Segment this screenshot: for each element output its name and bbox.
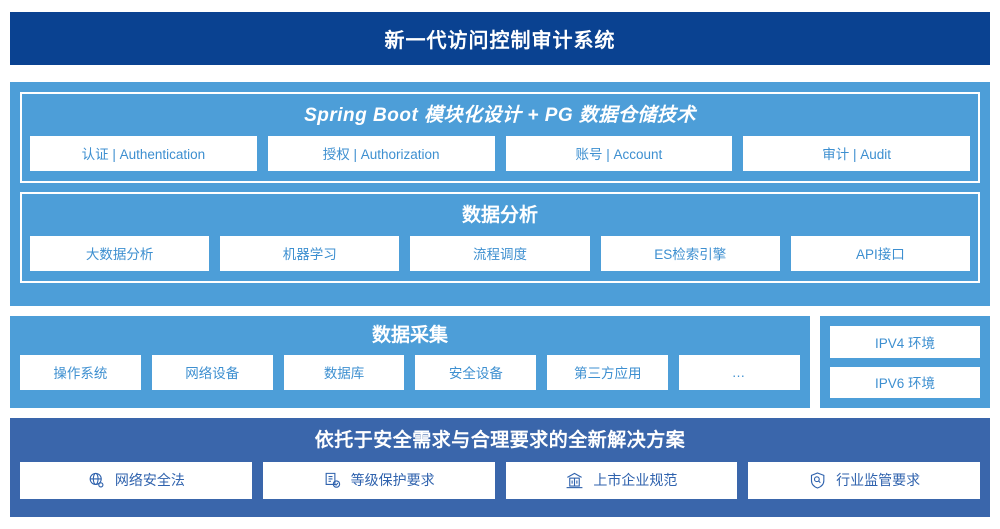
compliance-chip-row: 网络安全法 等级保护要求	[20, 461, 980, 499]
compliance-chip-label: 网络安全法	[114, 472, 185, 489]
platform-chip-row: 认证 | Authentication 授权 | Authorization 账…	[30, 135, 970, 171]
collection-chip-security-device[interactable]: 安全设备	[415, 354, 537, 390]
collection-chip-third-party-app[interactable]: 第三方应用	[547, 354, 669, 390]
platform-chip-account[interactable]: 账号 | Account	[505, 135, 733, 171]
collection-chip-database[interactable]: 数据库	[283, 354, 405, 390]
collection-row: 数据采集 操作系统 网络设备 数据库 安全设备 第三方应用 … IPV4 环境 …	[10, 316, 990, 408]
compliance-panel: 依托于安全需求与合理要求的全新解决方案 网络安全法	[10, 418, 990, 517]
compliance-chip-label: 等级保护要求	[350, 472, 435, 489]
collection-chip-more[interactable]: …	[679, 354, 800, 390]
collection-chip-row: 操作系统 网络设备 数据库 安全设备 第三方应用 …	[20, 354, 800, 390]
compliance-chip-mlps-requirement[interactable]: 等级保护要求	[262, 461, 495, 499]
collection-title: 数据采集	[371, 325, 448, 346]
collection-panel: 数据采集 操作系统 网络设备 数据库 安全设备 第三方应用 …	[10, 316, 810, 408]
header-bar: 新一代访问控制审计系统	[10, 12, 990, 65]
analysis-chip-row: 大数据分析 机器学习 流程调度 ES检索引擎 API接口	[30, 235, 971, 271]
environment-chip-ipv4[interactable]: IPV4 环境	[830, 326, 980, 358]
analysis-chip-process-scheduling[interactable]: 流程调度	[410, 235, 590, 271]
collection-chip-network-device[interactable]: 网络设备	[151, 354, 273, 390]
analysis-chip-bigdata[interactable]: 大数据分析	[30, 235, 210, 271]
compliance-chip-label: 行业监管要求	[836, 472, 921, 489]
platform-title: Spring Boot 模块化设计 + PG 数据仓储技术	[304, 105, 696, 126]
compliance-title: 依托于安全需求与合理要求的全新解决方案	[314, 430, 686, 451]
compliance-chip-label: 上市企业规范	[593, 472, 678, 489]
globe-network-icon	[87, 471, 106, 490]
upper-panel: Spring Boot 模块化设计 + PG 数据仓储技术 认证 | Authe…	[10, 82, 990, 306]
collection-chip-os[interactable]: 操作系统	[20, 354, 141, 390]
page-title: 新一代访问控制审计系统	[384, 30, 616, 52]
platform-box: Spring Boot 模块化设计 + PG 数据仓储技术 认证 | Authe…	[20, 92, 980, 183]
shield-search-icon	[808, 471, 827, 490]
document-check-icon	[323, 471, 342, 490]
analysis-chip-es-search[interactable]: ES检索引擎	[600, 235, 780, 271]
analysis-chip-machine-learning[interactable]: 机器学习	[220, 235, 400, 271]
compliance-chip-listed-company-standard[interactable]: 上市企业规范	[505, 461, 738, 499]
compliance-chip-industry-regulation[interactable]: 行业监管要求	[748, 461, 980, 499]
analysis-title: 数据分析	[461, 204, 538, 226]
environment-panel: IPV4 环境 IPV6 环境	[820, 316, 990, 408]
platform-chip-audit[interactable]: 审计 | Audit	[743, 135, 970, 171]
platform-chip-authorization[interactable]: 授权 | Authorization	[267, 135, 495, 171]
bank-building-icon	[565, 471, 584, 490]
platform-chip-authentication[interactable]: 认证 | Authentication	[30, 135, 257, 171]
compliance-chip-cybersecurity-law[interactable]: 网络安全法	[20, 461, 252, 499]
analysis-box: 数据分析 大数据分析 机器学习 流程调度 ES检索引擎 API接口	[20, 191, 980, 283]
environment-chip-ipv6[interactable]: IPV6 环境	[830, 366, 980, 398]
analysis-chip-api[interactable]: API接口	[790, 235, 971, 271]
